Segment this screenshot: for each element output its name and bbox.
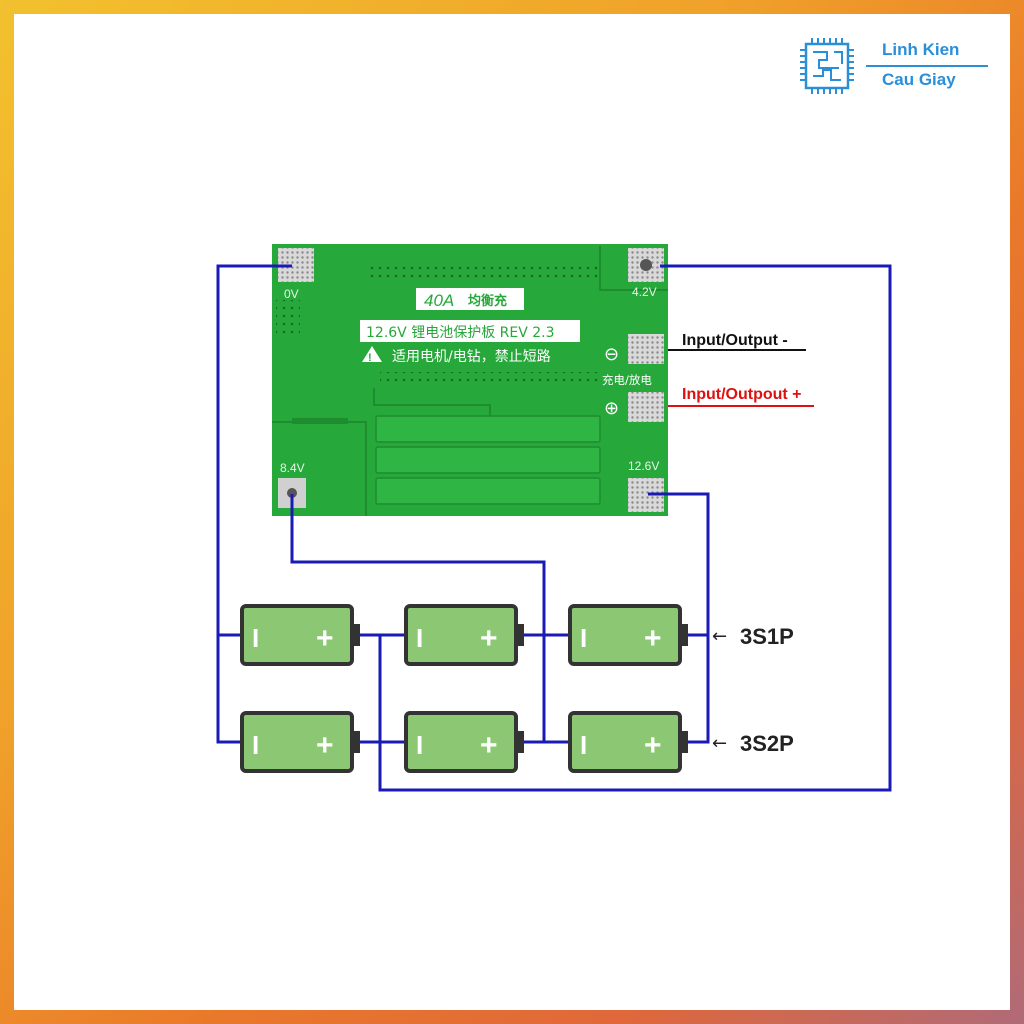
row-label-3s1p: 3S1P	[740, 624, 794, 649]
battery-plus-label: +	[316, 622, 334, 655]
wire-8v4	[290, 494, 546, 742]
plus-symbol-icon: ⊕	[604, 398, 619, 419]
arrow-left-icon: ←	[712, 626, 727, 647]
board-via-row-top	[366, 266, 602, 278]
battery-minus-label: I	[252, 623, 259, 653]
battery-plus-label: +	[644, 622, 662, 655]
wire-0v	[216, 264, 292, 744]
board-via-cluster	[276, 300, 300, 336]
svg-text:!: !	[368, 352, 372, 364]
battery-cell: I +	[240, 711, 360, 773]
battery-minus-label: I	[252, 730, 259, 760]
board-title-badge-text: 40A	[424, 291, 454, 310]
board-title-badge	[416, 288, 524, 310]
battery-plus-label: +	[480, 622, 498, 655]
io-plus-label: Input/Outpout +	[682, 386, 802, 403]
brand-logo: Linh Kien Cau Giay	[796, 34, 996, 100]
pad-output-plus	[628, 392, 664, 422]
board-model-label-bg	[360, 320, 580, 342]
board-title-badge-cn: 均衡充	[468, 293, 507, 309]
board-shunt	[375, 477, 601, 505]
battery-cell: I +	[568, 604, 688, 666]
battery-plus-label: +	[480, 729, 498, 762]
battery-cell: I +	[404, 604, 524, 666]
battery-row-3s2p: I + I + I +	[240, 711, 688, 773]
battery-minus-label: I	[416, 730, 423, 760]
io-minus-label: Input/Output -	[682, 332, 788, 349]
pad-8v4-label: 8.4V	[280, 461, 305, 475]
pad-12v6-label: 12.6V	[628, 459, 659, 473]
chip-icon	[800, 38, 854, 94]
battery-row-3s1p: I + I + I +	[240, 604, 688, 666]
minus-symbol-icon: ⊖	[604, 344, 619, 365]
bms-board: 40A 均衡充 12.6V 锂电池保护板 REV 2.3 ! 适用电机/电钻，禁…	[272, 244, 668, 516]
battery-minus-label: I	[416, 623, 423, 653]
pad-4v2-hole	[640, 259, 652, 271]
battery-cell: I +	[404, 711, 524, 773]
pad-output-minus	[628, 334, 664, 364]
battery-cell: I +	[568, 711, 688, 773]
board-trace	[373, 388, 491, 418]
charge-discharge-label: 充电/放电	[602, 373, 652, 387]
battery-plus-label: +	[644, 729, 662, 762]
board-shunt	[375, 446, 601, 474]
warning-icon	[362, 346, 382, 362]
board-warning-label: 适用电机/电钻，禁止短路	[392, 349, 551, 365]
pad-0v-label: 0V	[284, 287, 299, 301]
wire-12v6	[648, 492, 710, 744]
battery-cell: I +	[240, 604, 360, 666]
board-silk-mark	[292, 418, 348, 424]
battery-plus-label: +	[316, 729, 334, 762]
pad-8v4-hole	[287, 488, 297, 498]
arrow-left-icon: ←	[712, 733, 727, 754]
board-trace	[599, 246, 668, 291]
battery-minus-label: I	[580, 730, 587, 760]
board-model-label: 12.6V 锂电池保护板 REV 2.3	[366, 325, 555, 341]
brand-name-line2: Cau Giay	[882, 70, 956, 89]
row-label-3s2p: 3S2P	[740, 731, 794, 756]
board-shunt	[375, 415, 601, 443]
brand-divider	[866, 65, 988, 67]
pad-4v2-label: 4.2V	[632, 285, 657, 299]
wire-4v2	[378, 264, 892, 792]
brand-name-line1: Linh Kien	[882, 40, 960, 59]
wiring	[216, 264, 892, 792]
battery-minus-label: I	[580, 623, 587, 653]
board-via-row-mid	[380, 372, 600, 384]
